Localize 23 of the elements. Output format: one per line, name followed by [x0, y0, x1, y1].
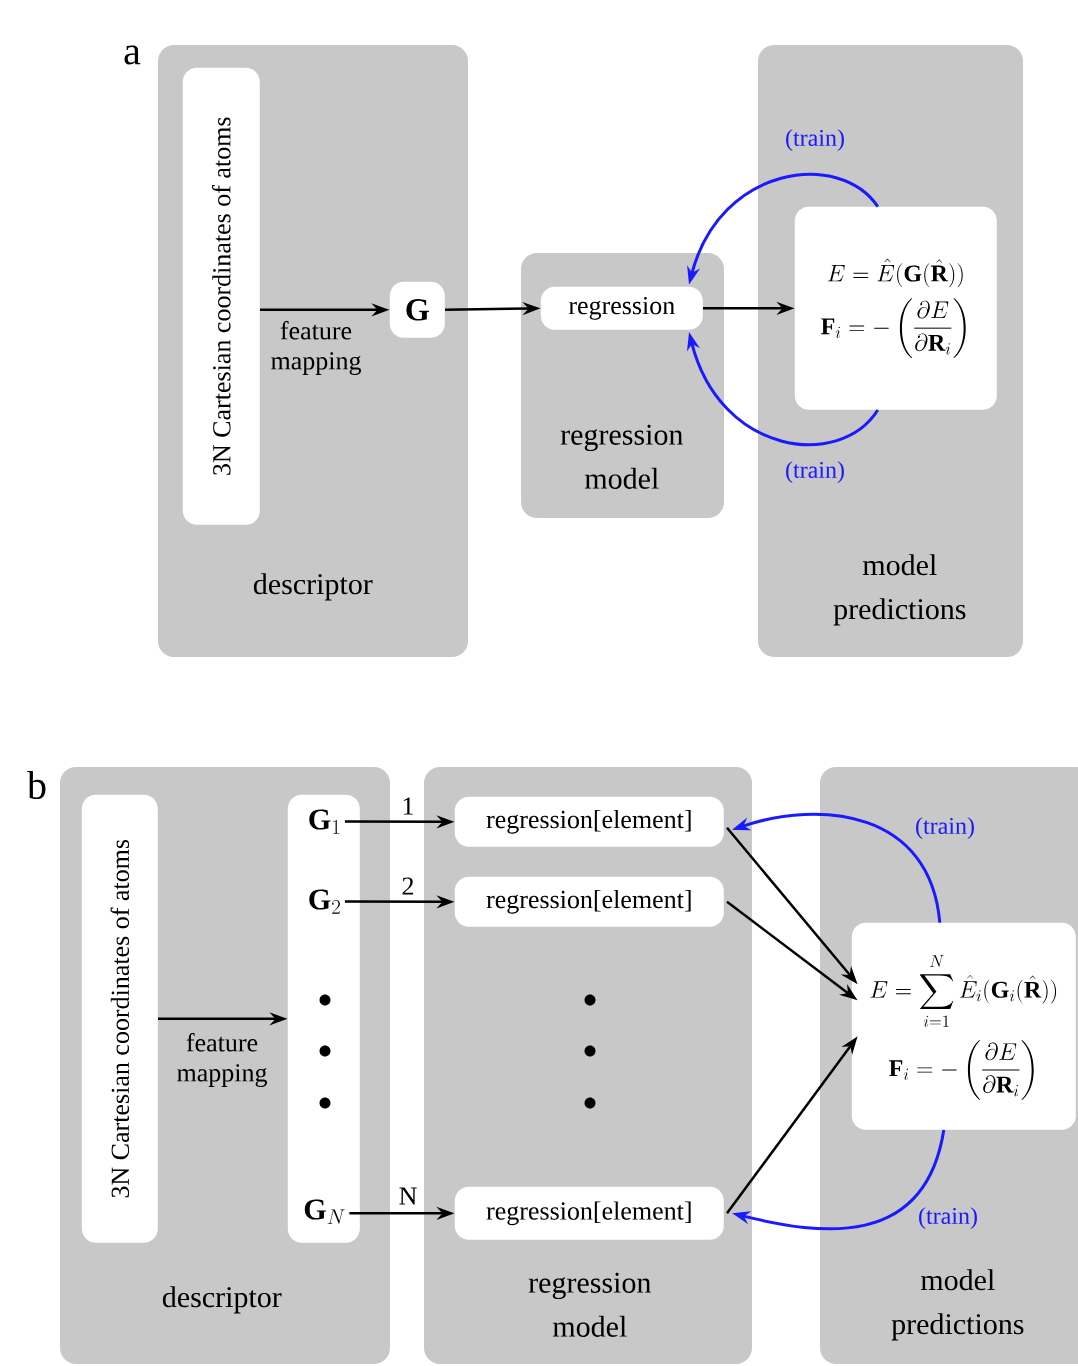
feature-symbol: $\mathbf{G}_2$	[309, 889, 340, 914]
edge-label: feature mapping	[271, 321, 361, 375]
edge-label: 1	[403, 797, 413, 815]
input-box: 3N Cartesian coordinates of atoms	[182, 67, 260, 525]
equation-box: $E = \sum_{i=1}^{N} \hat{E}_i(\mathbf{G}_i(\hat{\mathbf{R}}))$ $\mathbf{F}_i = -\left(\frac{\partial E}{\partial \mathbf{R}_i}\right)$	[851, 922, 1076, 1130]
input-box: 3N Cartesian coordinates of atoms	[81, 794, 158, 1243]
edge-label: (train)	[919, 1207, 977, 1229]
process-box: regression[element]	[454, 796, 724, 847]
process-box: regression	[540, 286, 703, 330]
equation-box: $E = \hat{E}(\mathbf{G}(\hat{\mathbf{R}}))$ $\mathbf{F}_i = -\left(\frac{\partial E}{\partial \mathbf{R}_i}\right)$	[794, 206, 997, 410]
panel-letter: b	[27, 770, 46, 800]
edge-label: (train)	[916, 817, 974, 839]
feature-symbol: $\mathbf{G}_1$	[309, 809, 340, 834]
edge-label: feature mapping	[177, 1033, 267, 1087]
process-box: regression[element]	[454, 1186, 724, 1240]
edge-label: (train)	[786, 461, 844, 483]
process-box	[287, 794, 360, 1243]
edge-label: (train)	[786, 129, 844, 151]
process-box: regression[element]	[454, 876, 724, 927]
feature-symbol: $\mathbf{G}_N$	[304, 1199, 345, 1224]
edge-label: 2	[402, 877, 414, 895]
panel-letter: a	[124, 45, 141, 65]
edge-label: N	[399, 1187, 417, 1205]
